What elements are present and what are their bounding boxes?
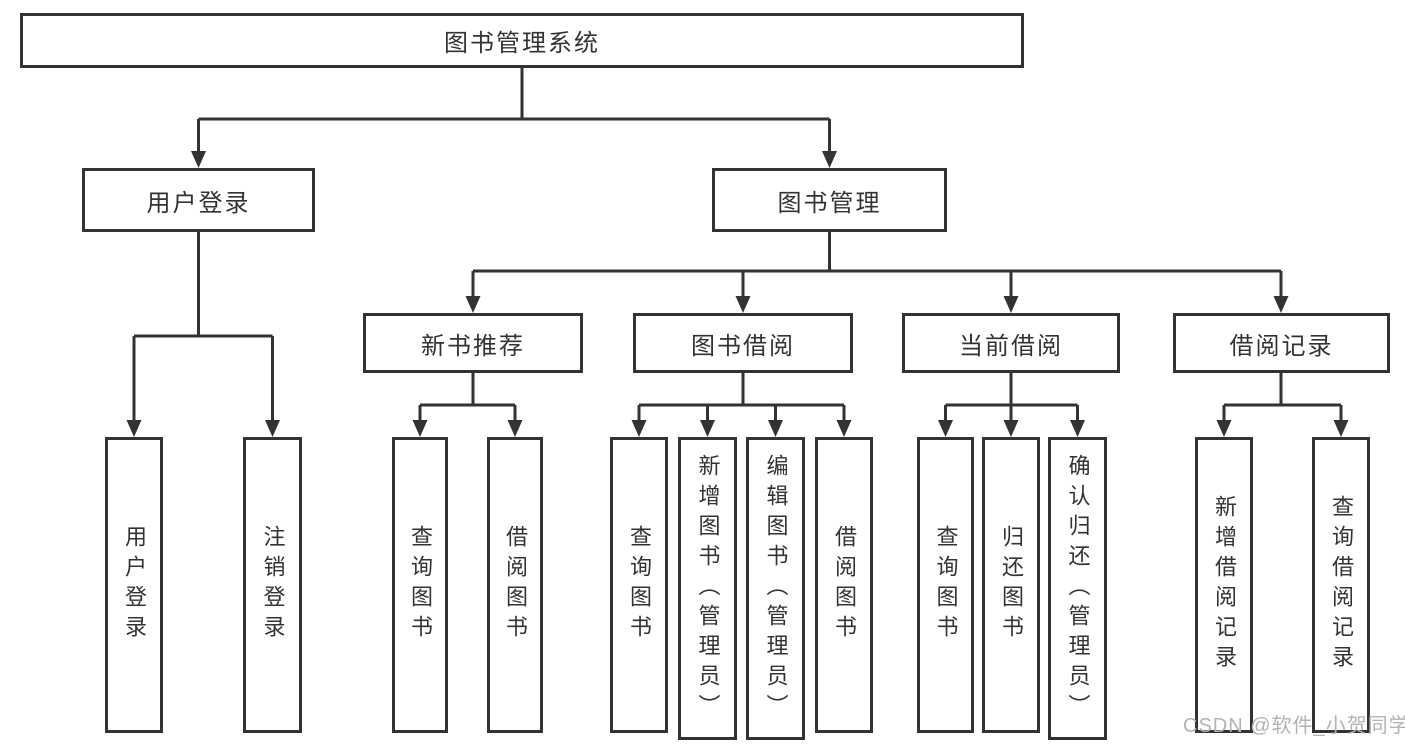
leaf-add-borrow-record: 新增借阅记录 [1195, 437, 1253, 733]
node-user-login-label: 用户登录 [146, 189, 251, 217]
leaf-add-borrow-record-label: 新增借阅记录 [1212, 495, 1237, 675]
node-borrowing-records: 借阅记录 [1173, 313, 1390, 373]
node-new-book-recommend-label: 新书推荐 [421, 332, 525, 360]
leaf-query-books-1-label: 查询图书 [408, 525, 433, 645]
csdn-watermark: CSDN @软件_小贺同学 [1183, 715, 1405, 737]
leaf-query-books-3: 查询图书 [917, 437, 974, 733]
leaf-confirm-return-admin-label: 确认归还（管理员） [1065, 453, 1091, 724]
leaf-borrow-books-1: 借阅图书 [487, 437, 543, 733]
leaf-query-borrow-record-label: 查询借阅记录 [1329, 495, 1354, 675]
leaf-user-login: 用户登录 [105, 437, 163, 733]
node-current-borrowing-label: 当前借阅 [959, 332, 1063, 360]
leaf-borrow-books-1-label: 借阅图书 [503, 525, 528, 645]
arrowheads [126, 151, 1349, 437]
leaf-return-books: 归还图书 [982, 437, 1040, 733]
node-current-borrowing: 当前借阅 [902, 313, 1120, 373]
leaf-query-books-3-label: 查询图书 [933, 525, 959, 645]
node-root: 图书管理系统 [20, 13, 1024, 68]
leaf-query-books-2-label: 查询图书 [627, 525, 652, 645]
node-book-management-label: 图书管理 [777, 189, 882, 217]
node-book-borrowing: 图书借阅 [633, 313, 853, 373]
node-book-management: 图书管理 [712, 168, 947, 232]
leaf-edit-books-admin-label: 编辑图书（管理员） [763, 453, 789, 724]
node-user-login: 用户登录 [82, 168, 315, 232]
node-book-borrowing-label: 图书借阅 [691, 332, 795, 360]
leaf-borrow-books-2: 借阅图书 [815, 437, 873, 733]
leaf-add-books-admin: 新增图书（管理员） [678, 437, 737, 740]
leaf-user-login-label: 用户登录 [122, 525, 147, 645]
leaf-query-borrow-record: 查询借阅记录 [1312, 437, 1370, 733]
connector-strokes [132, 68, 1343, 422]
node-root-label: 图书管理系统 [444, 30, 600, 57]
leaf-add-books-admin-label: 新增图书（管理员） [695, 453, 721, 724]
leaf-return-books-label: 归还图书 [999, 525, 1024, 645]
leaf-edit-books-admin: 编辑图书（管理员） [746, 437, 805, 740]
leaf-logout-label: 注销登录 [260, 525, 286, 645]
leaf-logout: 注销登录 [243, 437, 302, 733]
leaf-borrow-books-2-label: 借阅图书 [832, 525, 857, 645]
leaf-query-books-2: 查询图书 [610, 437, 668, 733]
leaf-confirm-return-admin: 确认归还（管理员） [1048, 437, 1107, 740]
node-borrowing-records-label: 借阅记录 [1229, 332, 1334, 360]
node-new-book-recommend: 新书推荐 [363, 313, 583, 373]
leaf-query-books-1: 查询图书 [392, 437, 448, 733]
